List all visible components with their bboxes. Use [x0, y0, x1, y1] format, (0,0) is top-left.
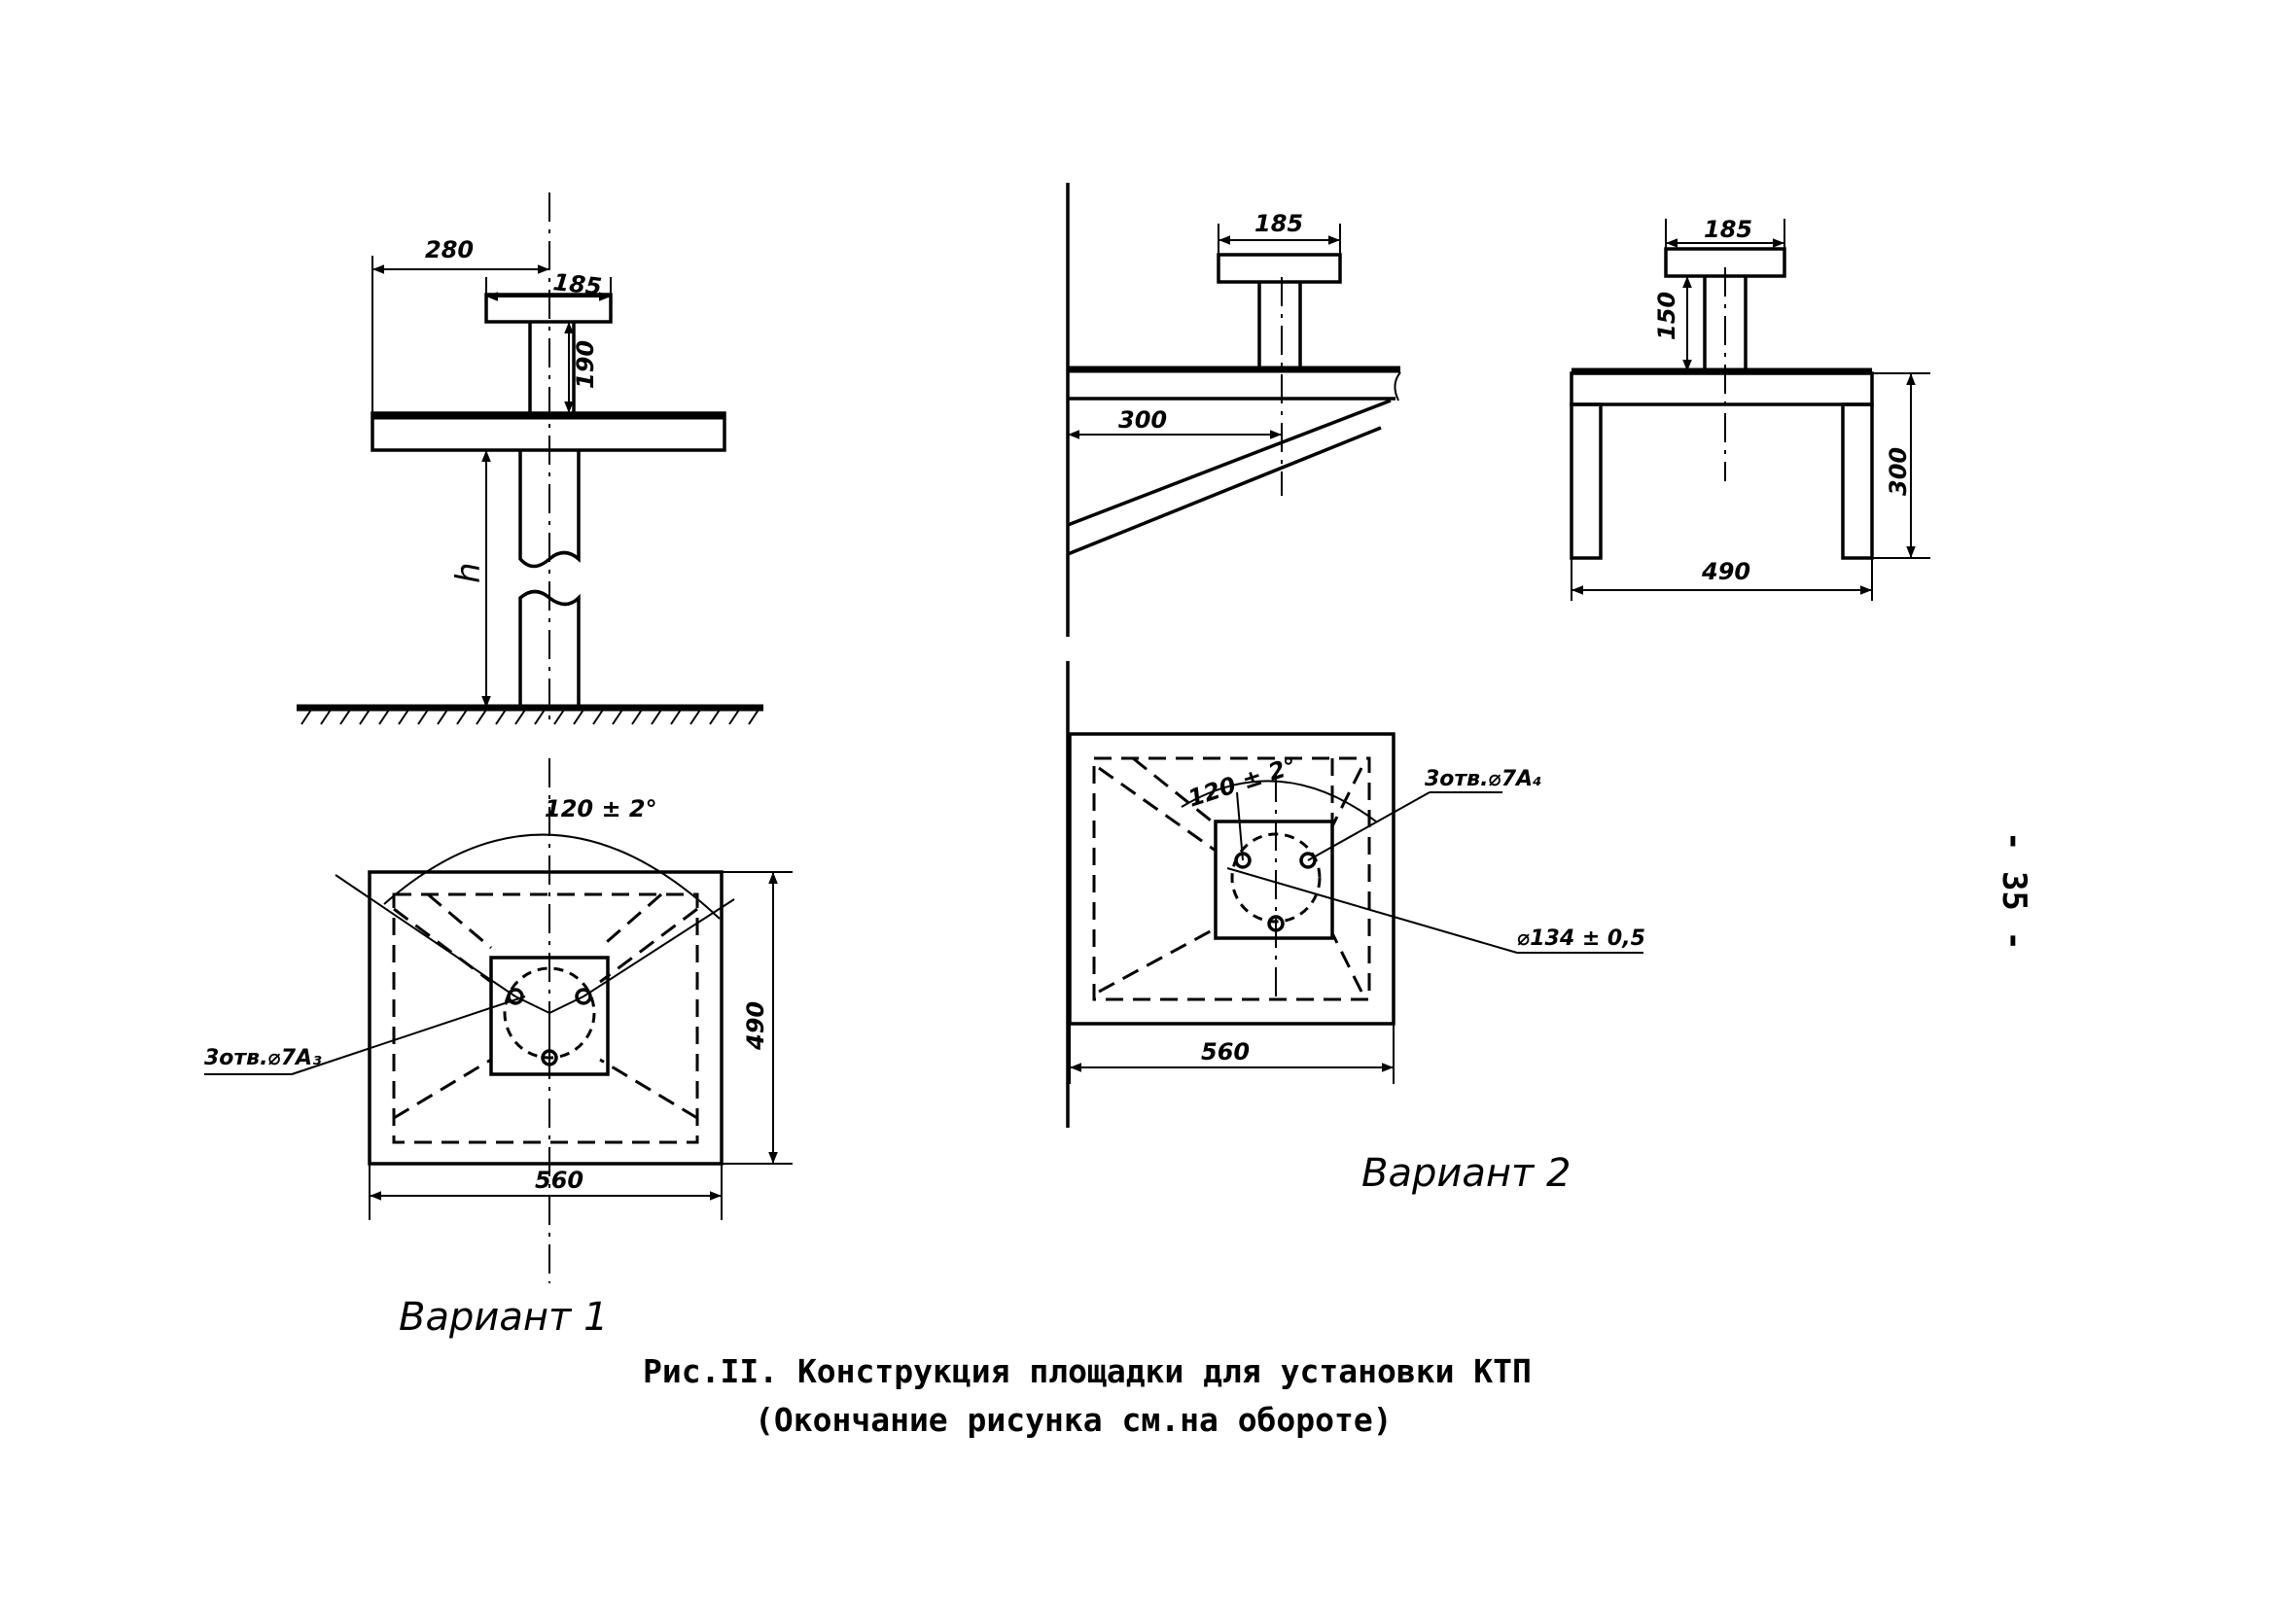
holes-callout: 3отв.⌀7А₃	[204, 1046, 322, 1070]
holes-callout-v2: 3отв.⌀7А₄	[1425, 767, 1542, 791]
dim-h: h	[449, 562, 488, 583]
dim-300-bracket: 300	[1118, 406, 1167, 434]
dim-300-stand: 300	[1885, 447, 1912, 496]
dim-angle-v2: 120 ± 2°	[1184, 751, 1300, 812]
dim-560: 560	[535, 1167, 583, 1194]
variant2-stand-view: 185 150 300 490	[1570, 216, 1930, 601]
variant2-label: Вариант 2	[1361, 1151, 1571, 1196]
dim-150: 150	[1653, 292, 1680, 340]
dim-490: 490	[742, 1001, 769, 1051]
variant1-label: Вариант 1	[399, 1295, 608, 1340]
dim-angle: 120 ± 2°	[545, 795, 657, 822]
dim-185-bracket: 185	[1254, 210, 1303, 237]
dim-185-stand: 185	[1704, 216, 1752, 243]
dim-560-v2: 560	[1201, 1038, 1250, 1066]
variant1-side-view: 280 185 190 h	[297, 192, 763, 725]
dim-diameter: ⌀134 ± 0,5	[1517, 926, 1645, 951]
variant2-plan-view: 120 ± 2° 3отв.⌀7А₄ ⌀134 ± 0,5 560 Вариан…	[1066, 661, 1645, 1196]
page-number: - 35 -	[1995, 831, 2033, 951]
dim-490-stand: 490	[1701, 558, 1750, 585]
dim-190: 190	[572, 340, 599, 389]
variant2-bracket-view: 185 300	[1066, 183, 1401, 637]
dim-280: 280	[425, 236, 474, 263]
figure-caption: Рис.II. Конструкция площадки для установ…	[643, 1352, 1532, 1390]
dim-185: 185	[551, 268, 603, 300]
figure-caption-note: (Окончание рисунка см.на обороте)	[755, 1401, 1393, 1439]
variant1-plan-view: 120 ± 2° 3отв.⌀7А₃ 490 560 Вариант 1	[204, 758, 793, 1340]
